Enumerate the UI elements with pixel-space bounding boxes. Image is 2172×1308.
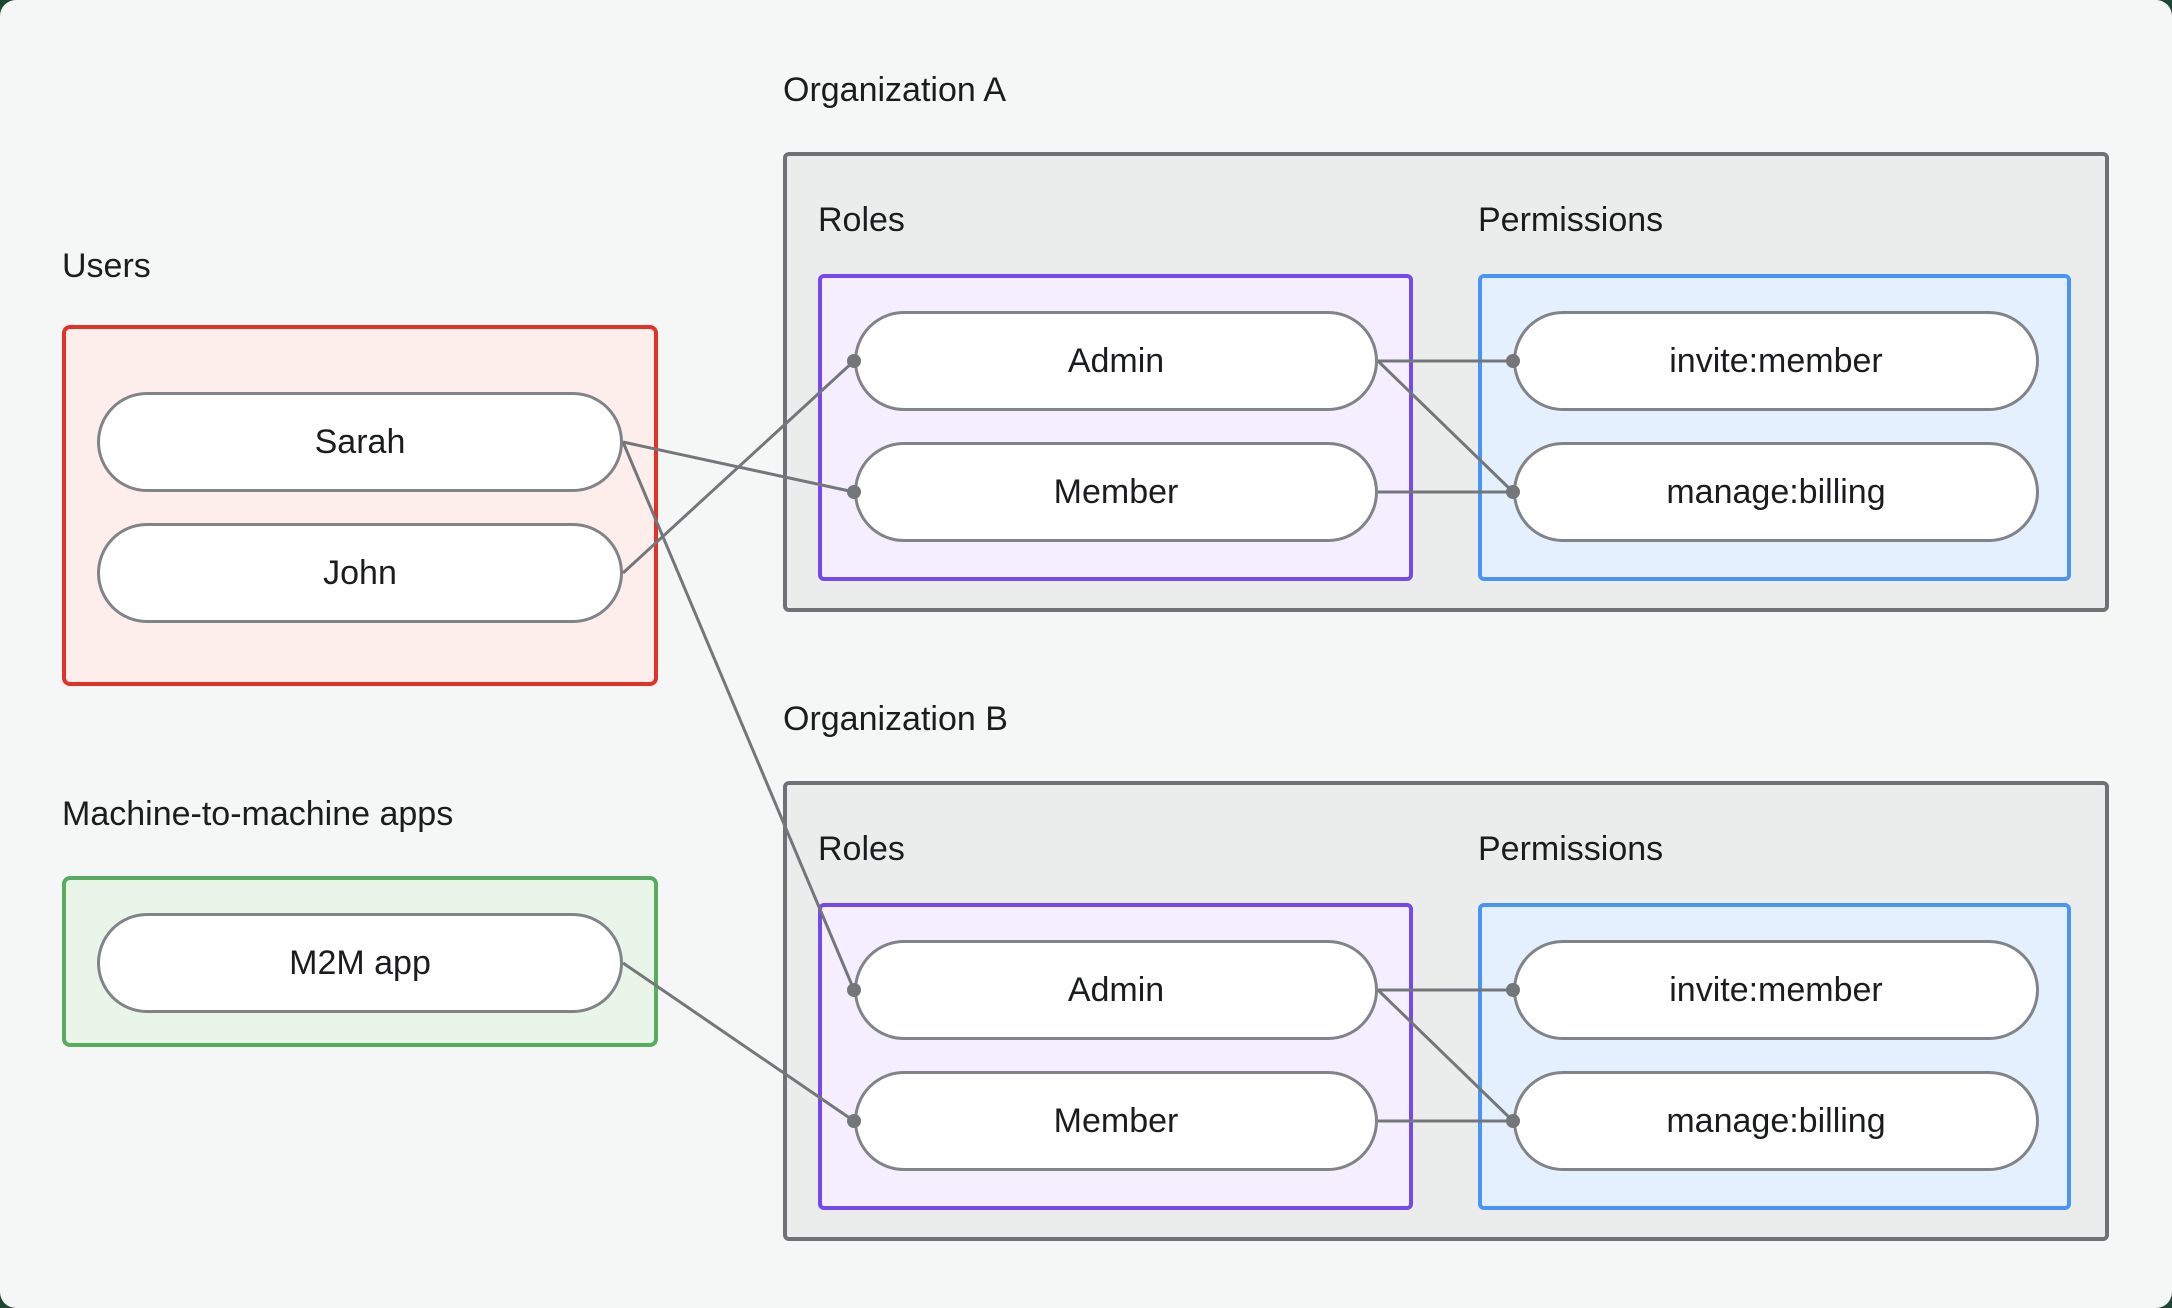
permissions-label: Permissions [1478, 201, 1664, 239]
roles-label: Roles [818, 830, 905, 868]
permissions-box: invite:member manage:billing [1478, 274, 2071, 581]
organization-a-title: Organization A [783, 71, 1007, 109]
permission-node-label: invite:member [1669, 970, 1883, 1009]
roles-box: Admin Member [818, 274, 1413, 581]
role-node-label: Admin [1067, 970, 1165, 1009]
roles-label: Roles [818, 201, 905, 239]
role-node-label: Admin [1067, 341, 1165, 380]
permissions-label: Permissions [1478, 830, 1664, 868]
users-group-label: Users [62, 247, 151, 285]
m2m-group-box: M2M app [62, 876, 658, 1047]
role-node-member: Member [854, 1071, 1378, 1171]
permission-node-manage-billing: manage:billing [1513, 1071, 2039, 1171]
user-node-john: John [97, 523, 623, 623]
role-node-label: Member [1053, 472, 1179, 511]
permission-node-invite-member: invite:member [1513, 311, 2039, 411]
permission-node-label: manage:billing [1666, 472, 1886, 511]
role-node-member: Member [854, 442, 1378, 542]
permission-node-label: invite:member [1669, 341, 1883, 380]
user-node-label: John [323, 553, 397, 592]
role-node-admin: Admin [854, 940, 1378, 1040]
m2m-node-app: M2M app [97, 913, 623, 1013]
permission-node-invite-member: invite:member [1513, 940, 2039, 1040]
user-node-label: Sarah [314, 422, 406, 461]
m2m-node-label: M2M app [289, 943, 431, 982]
permissions-box: invite:member manage:billing [1478, 903, 2071, 1210]
organization-b-box: Roles Permissions Admin Member invite:me… [783, 781, 2109, 1241]
organization-b-title: Organization B [783, 700, 1008, 738]
organization-a-box: Roles Permissions Admin Member invite:me… [783, 152, 2109, 612]
permission-node-label: manage:billing [1666, 1101, 1886, 1140]
users-group-box: Sarah John [62, 325, 658, 686]
m2m-group-label: Machine-to-machine apps [62, 795, 454, 833]
permission-node-manage-billing: manage:billing [1513, 442, 2039, 542]
roles-box: Admin Member [818, 903, 1413, 1210]
user-node-sarah: Sarah [97, 392, 623, 492]
role-node-label: Member [1053, 1101, 1179, 1140]
role-node-admin: Admin [854, 311, 1378, 411]
